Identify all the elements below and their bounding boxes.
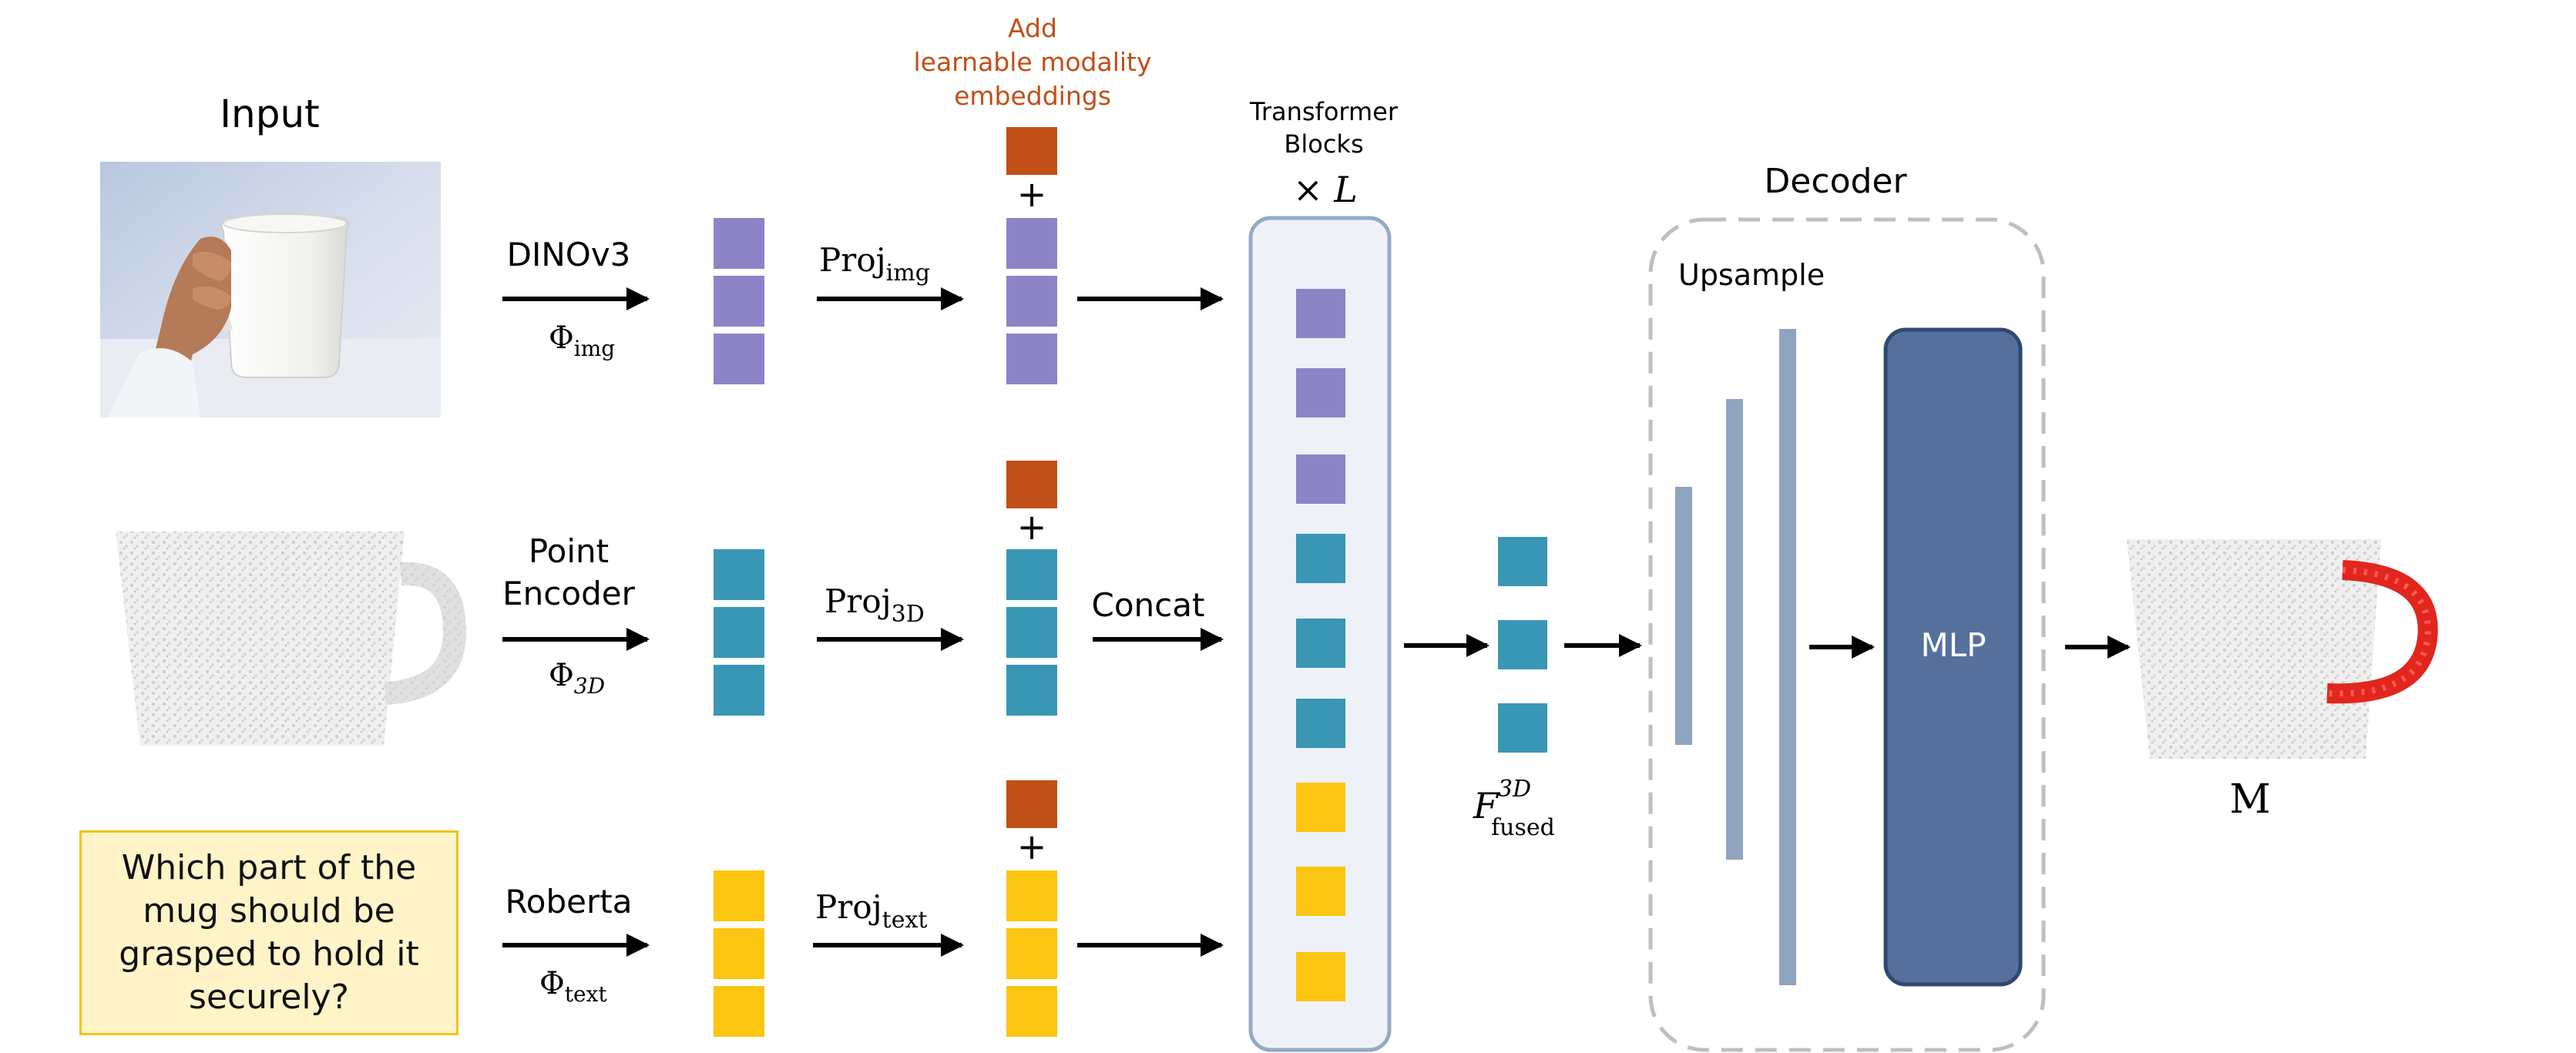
segmented-mug-point-cloud [2127,539,2438,759]
image-projected-stack: + [1006,127,1057,384]
embeddings-annotation-line1: Add [1008,13,1057,43]
image-encoder-tokens [714,218,764,384]
upsample-bar-1 [1675,487,1692,745]
phi-text-label: Φtext [539,966,607,1007]
mug-photo [100,162,441,418]
upsample-label: Upsample [1678,258,1825,292]
transformer-label-line2: Blocks [1284,129,1363,159]
input-label: Input [220,92,319,136]
decoder-block: MLP [1648,217,2046,1052]
encoder-label-dinov3: DINOv3 [507,236,631,273]
times-l-label: × L [1293,169,1358,210]
phi-img-label: Φimg [549,320,615,361]
modality-embedding-image [1006,127,1057,175]
question-text: Which part of the mug should be grasped … [119,848,419,1017]
text-projected-stack: + [1006,780,1057,1037]
mlp-label: MLP [1921,626,1987,664]
point-encoder-tokens [714,549,764,716]
point-projected-stack: + [1006,461,1057,716]
encoder-label-point-line1: Point [529,532,609,570]
proj-img-label: Projimg [819,241,930,287]
upsample-bar-3 [1779,329,1796,985]
modality-embedding-point [1006,461,1057,508]
question-box: Which part of the mug should be grasped … [79,830,458,1035]
mlp-block [1883,327,2023,987]
transformer-label-line1: Transformer [1249,97,1399,126]
concat-label: Concat [1092,586,1205,624]
phi-3d-label: Φ3D [549,658,605,699]
embeddings-annotation-line3: embeddings [954,81,1111,111]
fused-feature-tokens [1498,537,1547,753]
output-m-label: M [2229,776,2270,823]
arrows [502,287,2131,957]
svg-text:+: + [1017,506,1047,548]
text-encoder-tokens [714,870,764,1037]
svg-text:+: + [1017,173,1047,215]
transformer-block [1248,216,1392,1052]
encoder-label-point-line2: Encoder [502,575,635,612]
encoder-label-roberta: Roberta [505,883,633,921]
modality-embedding-text [1006,780,1057,828]
proj-text-label: Projtext [815,888,927,934]
upsample-bar-2 [1726,399,1743,860]
decoder-label: Decoder [1764,162,1907,201]
mug-point-cloud [116,532,467,746]
embeddings-annotation-line2: learnable modality [913,47,1151,77]
proj-3d-label: Proj3D [825,582,925,628]
svg-text:+: + [1017,826,1047,867]
